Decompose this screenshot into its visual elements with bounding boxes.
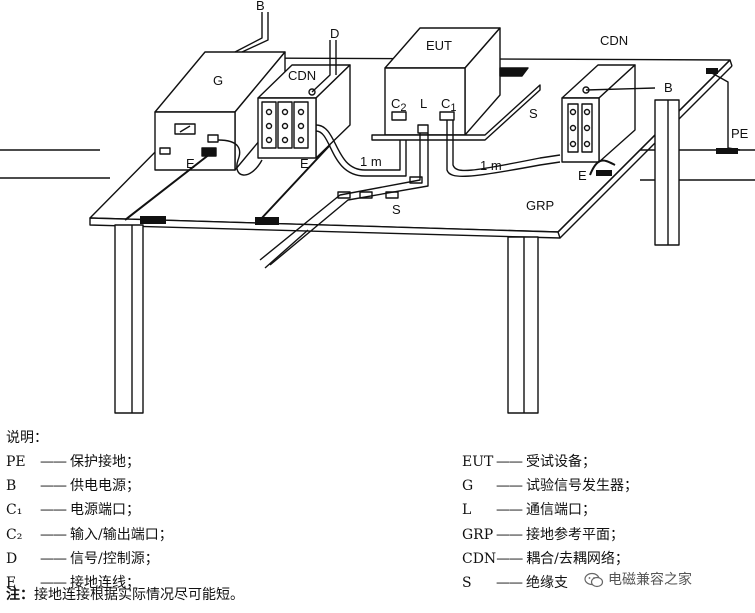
diagram-labels: B G D CDN EUT CDN B PE C2 L C1 S 1 m 1 m… (186, 0, 749, 217)
legend-row: E——接地连线； (6, 574, 140, 591)
legend-row: S——绝缘支 (462, 574, 568, 591)
label-c2: C2 (391, 96, 407, 114)
ground-strap-generator (124, 149, 216, 221)
ground-strap-cdn-left (259, 144, 331, 221)
legend-row: C₁——电源端口； (6, 502, 140, 519)
label-e-generator: E (186, 156, 195, 171)
label-b-top: B (256, 0, 265, 13)
label-cdn-right: CDN (600, 33, 628, 48)
label-b-right: B (664, 80, 673, 95)
watermark-text: 电磁兼容之家 (608, 572, 692, 588)
ground-strap-cdn-right (589, 159, 616, 176)
legend-row: EUT——受试设备； (462, 454, 596, 470)
legend-row: C₂——输入/输出端口； (6, 526, 173, 543)
legend-row: B——供电电源； (6, 478, 140, 495)
label-grp: GRP (526, 198, 554, 213)
legend-column-left: PE——保护接地； B——供电电源； C₁——电源端口； C₂——输入/输出端口… (6, 450, 173, 595)
supply-cable-b-top (234, 12, 263, 53)
insulating-supports (337, 176, 423, 199)
label-1m-left: 1 m (360, 154, 382, 169)
table-legs (114, 94, 680, 414)
legend-title: 说明： (6, 430, 48, 446)
label-eut: EUT (426, 38, 452, 53)
wechat-icon (584, 572, 604, 588)
legend-row: CDN——耦合/去耦网络； (462, 550, 629, 567)
label-generator: G (213, 73, 223, 88)
label-cdn-left: CDN (288, 68, 316, 83)
supply-cable-b-right (585, 87, 656, 91)
test-setup-diagram: B G D CDN EUT CDN B PE C2 L C1 S 1 m 1 m… (0, 0, 755, 414)
label-1m-right: 1 m (480, 158, 502, 173)
legend-row: D——信号/控制源； (6, 550, 159, 567)
legend: 说明： PE——保护接地； B——供电电源； C₁——电源端口； C₂——输入/… (6, 426, 751, 611)
label-c1: C1 (441, 96, 457, 114)
label-s-eut: S (529, 106, 538, 121)
legend-row: GRP——接地参考平面； (462, 526, 624, 543)
eut-box (371, 27, 541, 141)
watermark: 电磁兼容之家 (584, 569, 692, 589)
legend-column-right: EUT——受试设备； G——试验信号发生器； L——通信端口； GRP——接地参… (462, 450, 638, 595)
legend-row: L——通信端口； (462, 502, 596, 519)
label-e-right: E (578, 168, 587, 183)
legend-row: PE——保护接地； (6, 454, 140, 470)
label-s-bottom: S (392, 202, 401, 217)
legend-row: G——试验信号发生器； (462, 478, 638, 495)
label-pe: PE (731, 126, 749, 141)
legend-note: 注：接地连接根据实际情况尽可能短。 (6, 587, 244, 603)
label-signal-source: D (330, 26, 339, 41)
label-l: L (420, 96, 427, 111)
cdn-left-box (257, 64, 351, 159)
label-e-cdn: E (300, 156, 309, 171)
